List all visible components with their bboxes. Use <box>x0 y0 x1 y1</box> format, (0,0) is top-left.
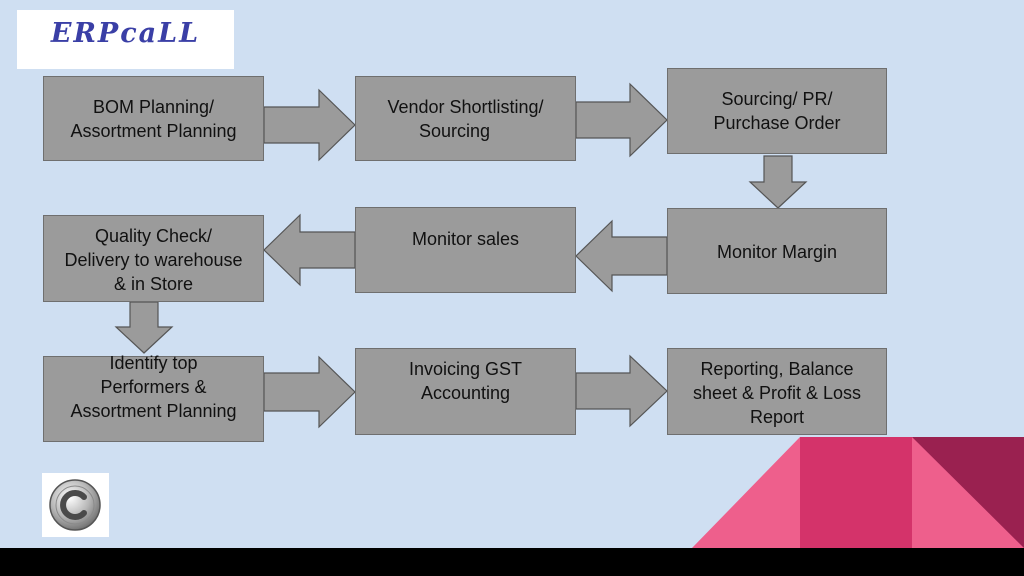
step-line: Delivery to warehouse <box>64 250 243 270</box>
step-line: Monitor Margin <box>716 242 838 262</box>
step-line: Accounting <box>420 383 511 403</box>
step-line: Identify top <box>109 353 198 373</box>
step-monitor-margin: Monitor Margin <box>667 208 887 294</box>
step-line: Purchase Order <box>713 113 841 133</box>
step-line: Quality Check/ <box>94 226 213 246</box>
decor-triangle-left <box>692 437 800 548</box>
bottom-bar <box>0 548 1024 576</box>
step-invoicing: Invoicing GST Accounting <box>355 348 576 435</box>
step-line: Sourcing/ PR/ <box>721 89 833 109</box>
arrow-sourcing-to-margin <box>748 155 808 209</box>
step-line: Performers & <box>100 377 207 397</box>
arrow-vendor-to-sourcing <box>575 82 668 158</box>
copyright-icon <box>49 479 101 531</box>
step-line: Report <box>749 407 805 427</box>
arrow-sales-to-quality <box>263 213 356 287</box>
decor-triangle-right <box>912 437 1024 548</box>
step-line: Reporting, Balance <box>700 359 854 379</box>
step-line: Monitor sales <box>411 229 520 249</box>
step-line: & in Store <box>113 274 194 294</box>
step-vendor-shortlisting: Vendor Shortlisting/ Sourcing <box>355 76 576 161</box>
step-line: Assortment Planning <box>70 121 237 141</box>
step-line: BOM Planning/ <box>92 97 215 117</box>
step-line: Vendor Shortlisting/ <box>387 97 544 117</box>
arrow-invoicing-to-reporting <box>575 354 668 428</box>
step-line: Assortment Planning <box>70 401 237 421</box>
decor-square <box>800 437 912 548</box>
step-identify-performers: Identify top Performers & Assortment Pla… <box>43 353 264 442</box>
arrow-bom-to-vendor <box>263 88 356 162</box>
step-line: Invoicing GST <box>408 359 523 379</box>
arrow-identify-to-invoicing <box>263 355 356 429</box>
copyright-badge <box>42 473 109 537</box>
step-monitor-sales: Monitor sales <box>355 207 576 293</box>
step-line: sheet & Profit & Loss <box>692 383 862 403</box>
step-bom-planning: BOM Planning/ Assortment Planning <box>43 76 264 161</box>
arrow-margin-to-sales <box>575 219 668 293</box>
logo-text: ERPcaLL <box>50 18 201 49</box>
arrow-quality-to-identify <box>114 301 174 354</box>
step-reporting: Reporting, Balance sheet & Profit & Loss… <box>667 348 887 435</box>
step-sourcing-pr: Sourcing/ PR/ Purchase Order <box>667 68 887 154</box>
step-line: Sourcing <box>418 121 491 141</box>
step-quality-check: Quality Check/ Delivery to warehouse & i… <box>43 215 264 302</box>
erpcall-logo: ERPcaLL <box>17 10 234 69</box>
